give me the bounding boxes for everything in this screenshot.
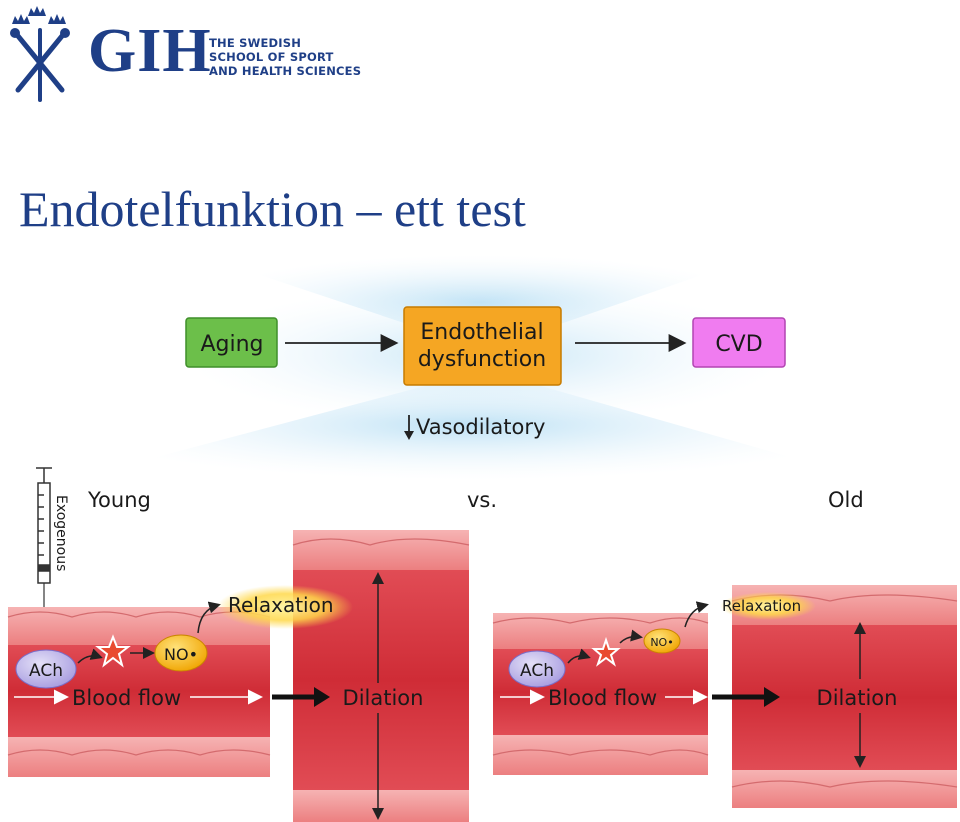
old-no-molecule: NO• [643,628,681,654]
logo-subtitle-line-2: SCHOOL OF SPORT [209,50,334,64]
cvd-label: CVD [715,332,762,357]
old-relaxation-flash [720,592,816,620]
logo-subtitle-line-1: THE SWEDISH [209,36,302,50]
young-receptor-star-icon [95,634,131,668]
young-no-molecule: NO• [154,634,208,672]
young-ach-molecule: ACh [15,649,77,689]
slide-title: Endotelfunktion – ett test [19,181,526,237]
young-ach-label: ACh [29,661,63,681]
old-no-label: NO• [650,636,673,649]
young-blood-flow-label: Blood flow [72,686,181,710]
old-blood-flow-label: Blood flow [548,686,657,710]
logo-subtitle-line-3: AND HEALTH SCIENCES [209,64,362,78]
gih-crest-logo [10,6,70,102]
crossed-torches-icon [15,28,65,102]
endothelial-label-line-2: dysfunction [418,347,546,372]
exogenous-label: Exogenous [53,495,69,571]
old-dilation-label: Dilation [817,686,898,710]
aging-box: Aging [185,317,278,368]
young-dilated-vessel [292,530,470,822]
vasodilatory-label: Vasodilatory [416,415,545,439]
endothelial-function-diagram: Aging Endothelial dysfunction CVD Vasodi… [7,255,958,822]
old-receptor-star-icon [591,636,621,667]
old-label: Old [828,488,864,512]
old-relaxation-label: Relaxation [722,597,801,615]
young-relaxation-label: Relaxation [228,593,334,617]
aging-label: Aging [200,332,263,357]
down-arrow-icon [404,415,414,440]
gih-wordmark: GIH [88,17,212,85]
cvd-box: CVD [692,317,786,368]
old-ach-label: ACh [520,661,554,681]
endothelial-label-line-1: Endothelial [420,320,543,345]
young-label: Young [87,488,151,512]
three-crowns-icon [12,6,66,24]
vs-label: vs. [467,488,497,512]
endothelial-dysfunction-box: Endothelial dysfunction [403,306,562,386]
old-ach-molecule: ACh [508,650,566,688]
young-no-label: NO• [164,645,198,664]
young-relaxation-flash [217,585,353,629]
young-dilation-label: Dilation [343,686,424,710]
